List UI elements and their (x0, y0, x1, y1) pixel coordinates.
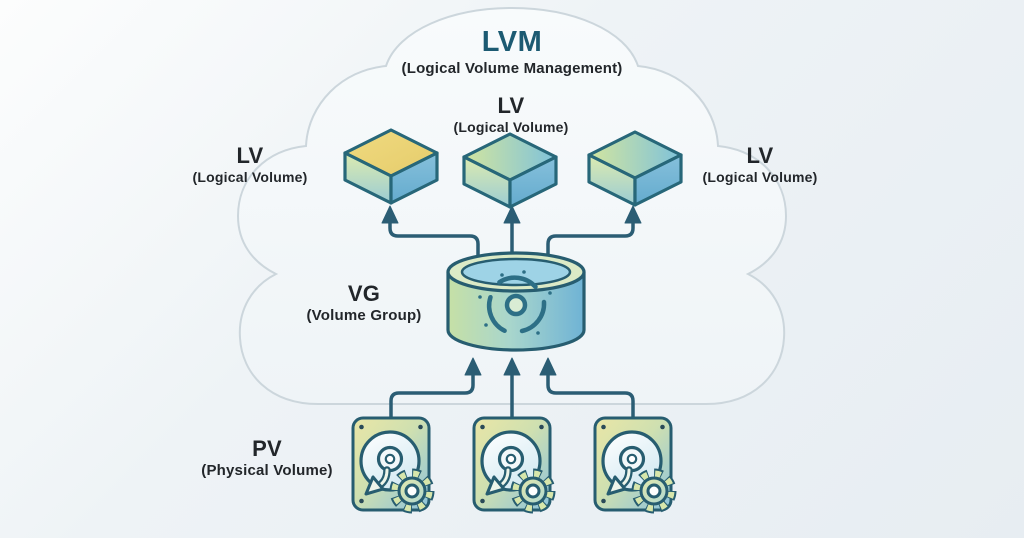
arrowhead-icon (381, 205, 399, 224)
arrowhead-icon (464, 357, 482, 376)
arrows-pv-to-vg (389, 357, 635, 420)
cube-3d-icon-left (343, 128, 439, 205)
arrowhead-icon (624, 205, 642, 224)
hard-disk-gear-icon-3 (595, 418, 671, 510)
arrowhead-icon (539, 357, 557, 376)
arrowhead-icon (503, 357, 521, 376)
lv-left-label: LV (Logical Volume) (192, 143, 308, 185)
lv-right-label: LV (Logical Volume) (702, 143, 818, 185)
arrow-pv-to-vg-left (389, 372, 475, 420)
title-subtitle: (Logical Volume Management) (401, 59, 623, 77)
arrowhead-icon (503, 205, 521, 224)
arrow-pv-to-vg-right (546, 372, 635, 420)
hard-disk-gear-icon-2 (474, 418, 550, 510)
cube-3d-icon-right (587, 130, 683, 207)
title-abbr: LVM (481, 26, 543, 58)
vg-label: VG (Volume Group) (306, 281, 422, 324)
hard-disk-gear-icon-1 (353, 418, 429, 510)
cube-3d-icon-center (462, 132, 558, 209)
arrow-vg-to-lv-left (388, 220, 480, 257)
swirl-icon (478, 270, 552, 335)
lv-top-label: LV (Logical Volume) (453, 93, 569, 135)
arrows-vg-to-lv (381, 205, 642, 257)
diagram-title: LVM (Logical Volume Management) (402, 26, 623, 77)
cylinder-swirl-icon (446, 251, 586, 352)
pv-label: PV (Physical Volume) (201, 436, 333, 479)
arrow-vg-to-lv-right (546, 220, 635, 256)
